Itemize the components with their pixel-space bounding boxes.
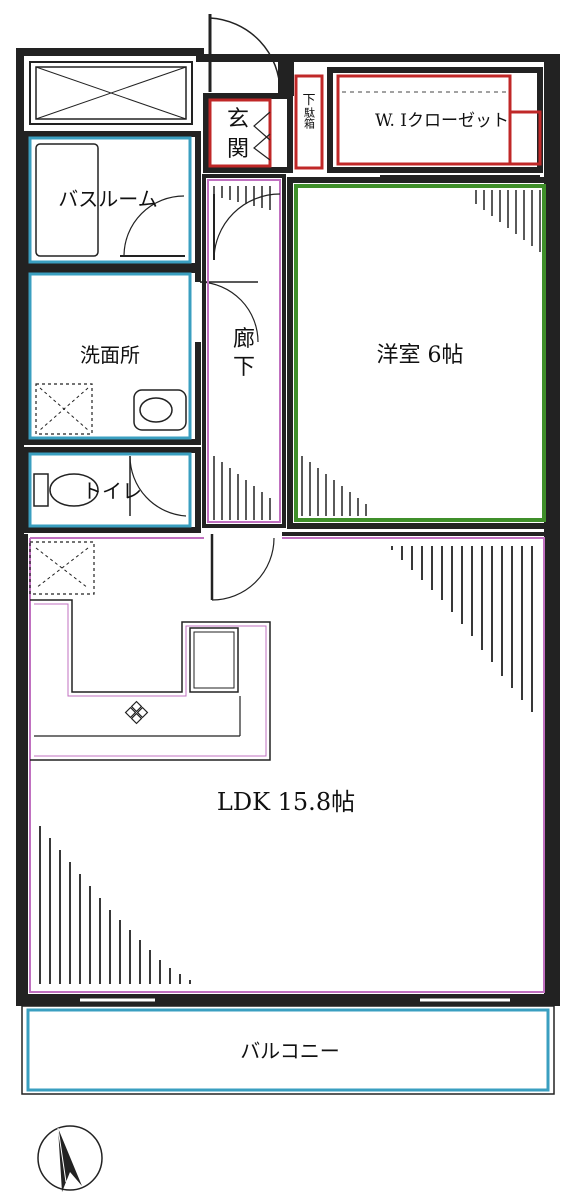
- shoe-box-label-1: 下: [302, 93, 315, 108]
- western-room: 洋室 6帖: [287, 177, 551, 529]
- hallway-label-1: 廊: [233, 327, 255, 352]
- ldk-room: LDK 15.8帖: [24, 532, 550, 1002]
- hallway-room: 廊 下: [202, 174, 286, 528]
- genkan-room: 玄 関: [203, 93, 293, 173]
- toilet-room: トイレ: [23, 447, 201, 533]
- shoe-box: 下 駄箱: [294, 74, 324, 170]
- bathroom-room: バスルーム: [23, 131, 201, 269]
- storage-box: [29, 61, 193, 125]
- genkan-label-2: 関: [227, 137, 249, 162]
- bathroom-label: バスルーム: [58, 187, 157, 211]
- washroom-label: 洗面所: [80, 343, 140, 367]
- genkan-label-1: 玄: [227, 107, 249, 132]
- shoe-box-label-2: 駄箱: [303, 106, 316, 130]
- wic-label: W. Iクローゼット: [375, 111, 509, 131]
- toilet-label: トイレ: [82, 479, 142, 503]
- hallway-label-2: 下: [233, 355, 255, 380]
- ldk-label: LDK 15.8帖: [217, 788, 355, 816]
- western-room-label: 洋室 6帖: [377, 343, 464, 368]
- washroom-room: 洗面所: [23, 267, 259, 445]
- balcony: バルコニー: [21, 1005, 555, 1095]
- wic-room: W. Iクローゼット: [327, 67, 543, 177]
- north-arrow-icon: [37, 1125, 103, 1192]
- stove-icon: [124, 700, 149, 725]
- balcony-label: バルコニー: [240, 1039, 340, 1063]
- entrance-door: [208, 14, 281, 93]
